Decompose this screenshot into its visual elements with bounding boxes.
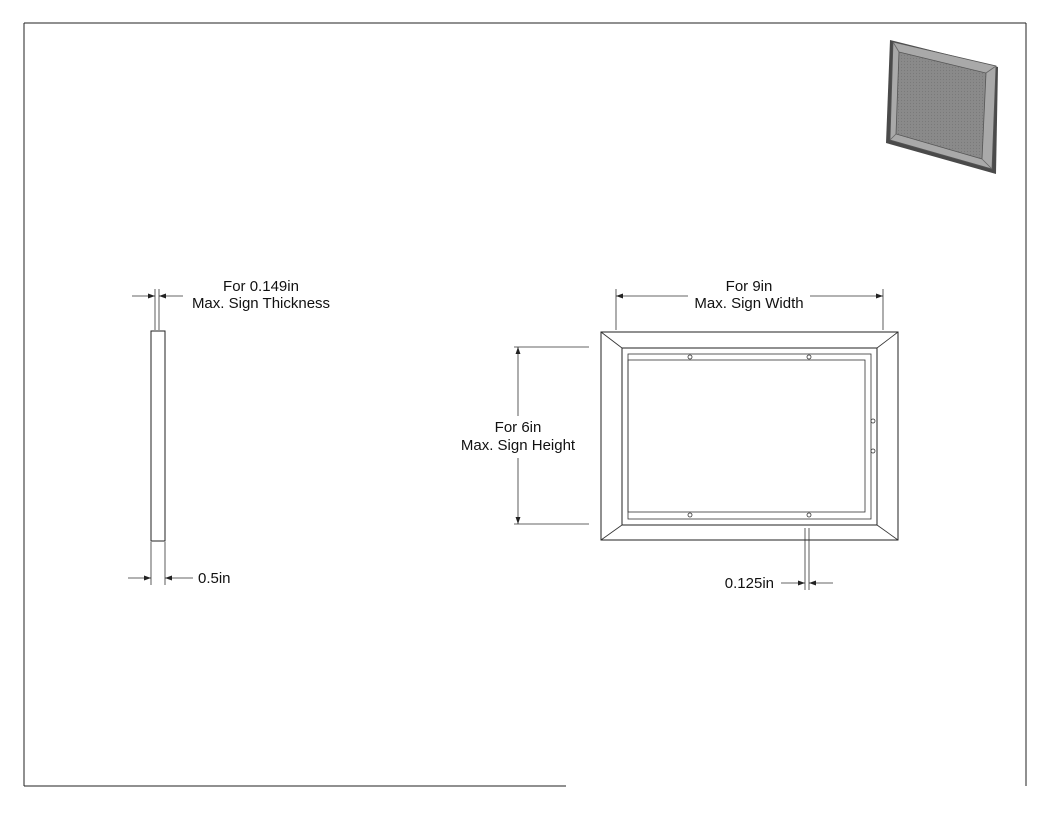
thickness-label-line1: For 0.149in bbox=[223, 278, 299, 295]
thickness-dimension: For 0.149in Max. Sign Thickness bbox=[132, 278, 330, 330]
lip-dimension: 0.125in bbox=[725, 528, 833, 592]
height-label-line1: For 6in bbox=[495, 419, 542, 436]
front-view: For 9in Max. Sign Width For 6in Max. Sig… bbox=[461, 278, 899, 592]
width-dimension: For 9in Max. Sign Width bbox=[615, 278, 884, 330]
height-label-line2: Max. Sign Height bbox=[461, 437, 576, 454]
side-profile bbox=[150, 330, 166, 542]
lip-label: 0.125in bbox=[725, 575, 774, 592]
height-dimension: For 6in Max. Sign Height bbox=[461, 346, 589, 525]
frame-isometric-icon bbox=[886, 40, 998, 174]
width-label-line1: For 9in bbox=[726, 278, 773, 295]
depth-label: 0.5in bbox=[198, 570, 231, 587]
frame-outline bbox=[600, 331, 899, 541]
depth-dimension: 0.5in bbox=[128, 542, 231, 587]
width-label-line2: Max. Sign Width bbox=[694, 295, 803, 312]
thickness-label-line2: Max. Sign Thickness bbox=[192, 295, 330, 312]
sheet-border bbox=[23, 22, 1027, 787]
mounting-holes bbox=[687, 354, 876, 518]
side-view: For 0.149in Max. Sign Thickness 0.5in bbox=[128, 278, 330, 587]
